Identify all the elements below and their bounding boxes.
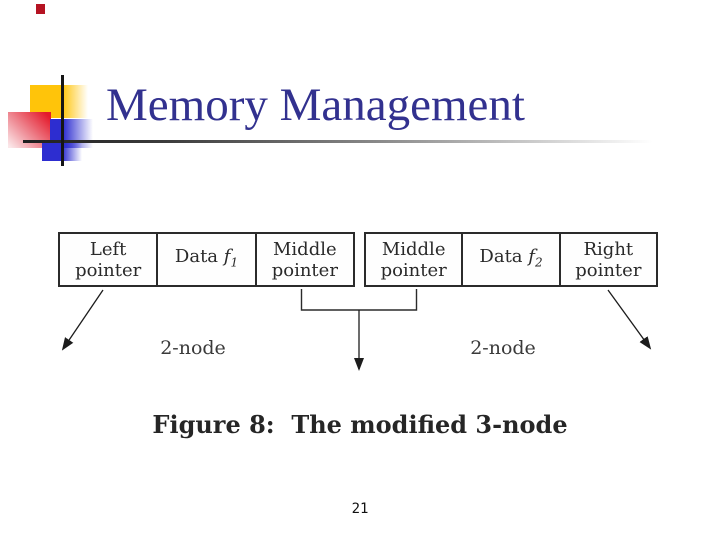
cell-line: Left xyxy=(89,238,127,260)
node-table-left: Left pointer Data f1 Middle pointer xyxy=(58,232,355,287)
table-cell-middle-pointer: Middle pointer xyxy=(366,234,464,285)
node-table-right: Middle pointer Data f2 Right pointer xyxy=(364,232,658,287)
top-red-marker xyxy=(36,4,45,14)
cell-line: pointer xyxy=(271,259,338,281)
table-cell-right-pointer: Right pointer xyxy=(561,234,656,285)
cell-line: pointer xyxy=(75,259,142,281)
table-cell-data-f2: Data f2 xyxy=(463,234,561,285)
cell-line: Middle xyxy=(381,238,446,260)
cell-data-label: Data f1 xyxy=(174,245,239,270)
cell-data-label: Data f2 xyxy=(479,245,543,270)
decoration-vertical-line xyxy=(61,75,64,166)
table-cell-left-pointer: Left pointer xyxy=(60,234,159,285)
page-number: 21 xyxy=(351,501,369,517)
node-label-right: 2-node xyxy=(470,337,536,359)
page-title: Memory Management xyxy=(106,79,525,131)
middle-pointer-bracket xyxy=(300,289,418,311)
data-variable: f xyxy=(528,245,535,267)
data-variable: f xyxy=(223,245,231,267)
table-cell-data-f1: Data f1 xyxy=(158,234,257,285)
data-subscript: 1 xyxy=(230,255,239,270)
data-subscript: 2 xyxy=(534,255,543,270)
cell-line: pointer xyxy=(575,259,642,281)
figure-caption: Figure 8: The modified 3-node xyxy=(152,410,568,439)
title-underline-rule xyxy=(23,140,672,143)
node-label-left: 2-node xyxy=(160,337,226,359)
right-pointer-arrow xyxy=(607,289,652,350)
cell-line: Middle xyxy=(272,238,337,260)
table-cell-middle-pointer: Middle pointer xyxy=(257,234,353,285)
left-pointer-arrow xyxy=(61,289,104,351)
cell-line: Right xyxy=(583,238,634,260)
cell-line: pointer xyxy=(380,259,447,281)
